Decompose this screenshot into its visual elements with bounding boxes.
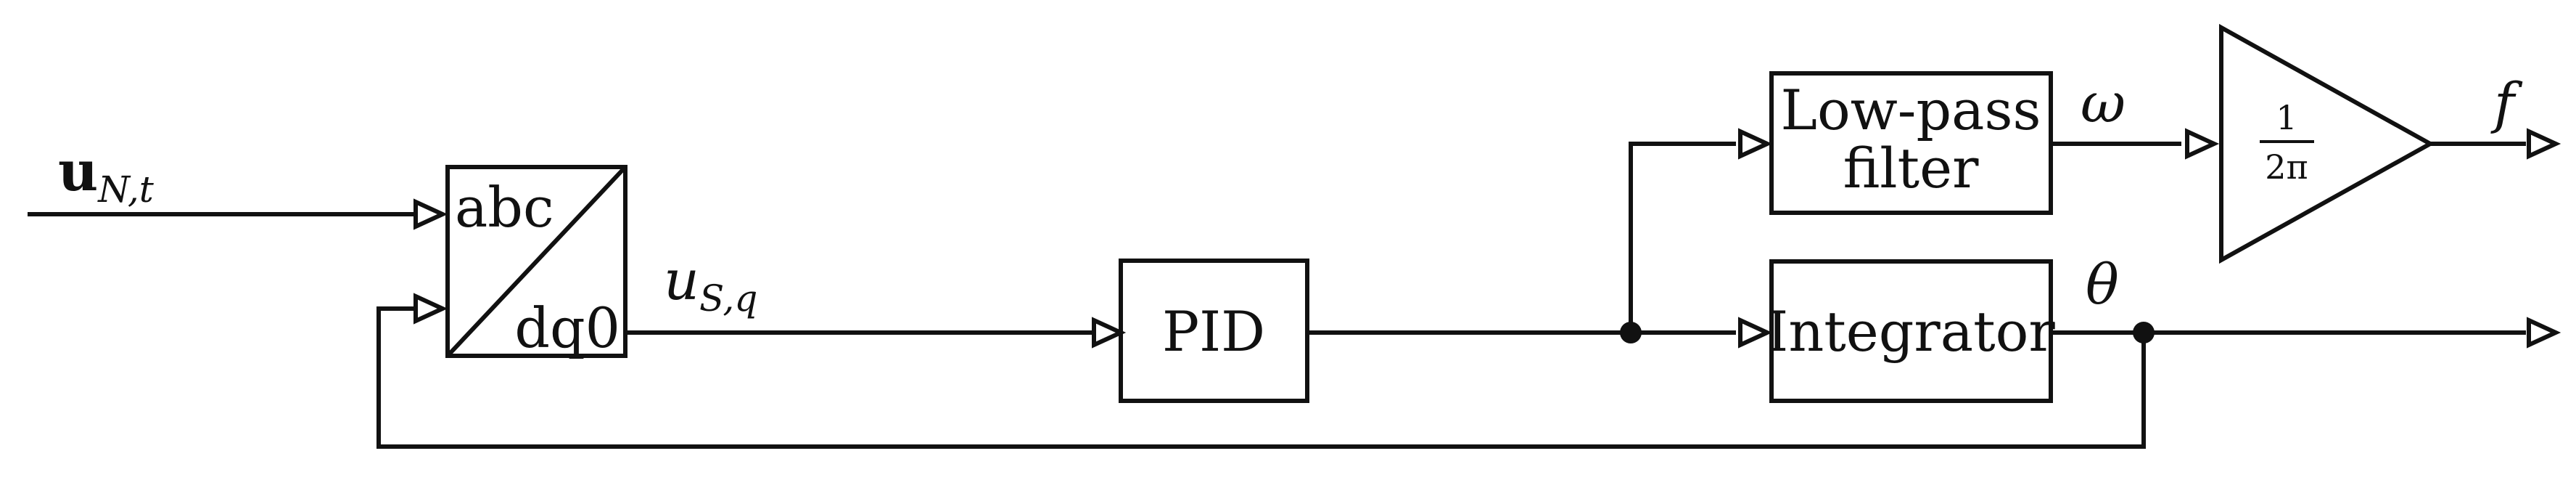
gain-numerator: 1 (2276, 98, 2297, 137)
arrowhead-integrator (1738, 317, 1773, 349)
lowpass-filter-block: Low-pass filter (1769, 71, 2053, 215)
abc-dq0-transform-block: abc dq0 (445, 165, 627, 360)
transform-dq0-label: dq0 (514, 296, 620, 360)
input-signal-label: uN,t (58, 139, 155, 211)
feedback-wire-up (376, 306, 2146, 449)
pid-label: PID (1162, 299, 1265, 364)
integrator-block: Integrator (1766, 259, 2055, 403)
input-signal-main: u (58, 139, 98, 203)
integrator-label: Integrator (1766, 299, 2055, 364)
usq-signal-label: uS,q (664, 248, 757, 320)
arrowhead-feedback (413, 293, 448, 325)
arrowhead-lowpass (1738, 128, 1773, 160)
usq-signal-subscript: S,q (699, 277, 757, 320)
arrowhead-theta-output (2527, 317, 2561, 349)
lowpass-label-line2: filter (1843, 136, 1980, 200)
pid-block: PID (1119, 259, 1309, 403)
gain-denominator: 2π (2265, 147, 2308, 187)
theta-signal-label: θ (2086, 252, 2119, 317)
arrowhead-gain (2185, 128, 2220, 160)
transform-abc-label: abc (455, 175, 554, 240)
junction-dot-pid (1620, 322, 1642, 343)
omega-signal-label: ω (2081, 70, 2126, 135)
usq-signal-main: u (664, 248, 699, 312)
arrowhead-f-output (2527, 128, 2561, 160)
input-signal-subscript: N,t (97, 168, 154, 211)
f-signal-label: f (2490, 70, 2523, 135)
lowpass-branch-wire (1629, 142, 1736, 333)
arrowhead-input (413, 198, 448, 230)
gain-block: 1 2π (2219, 23, 2435, 264)
lowpass-label-line1: Low-pass (1781, 78, 2041, 142)
junction-dot-theta (2133, 322, 2155, 343)
arrowhead-pid (1092, 317, 1127, 349)
